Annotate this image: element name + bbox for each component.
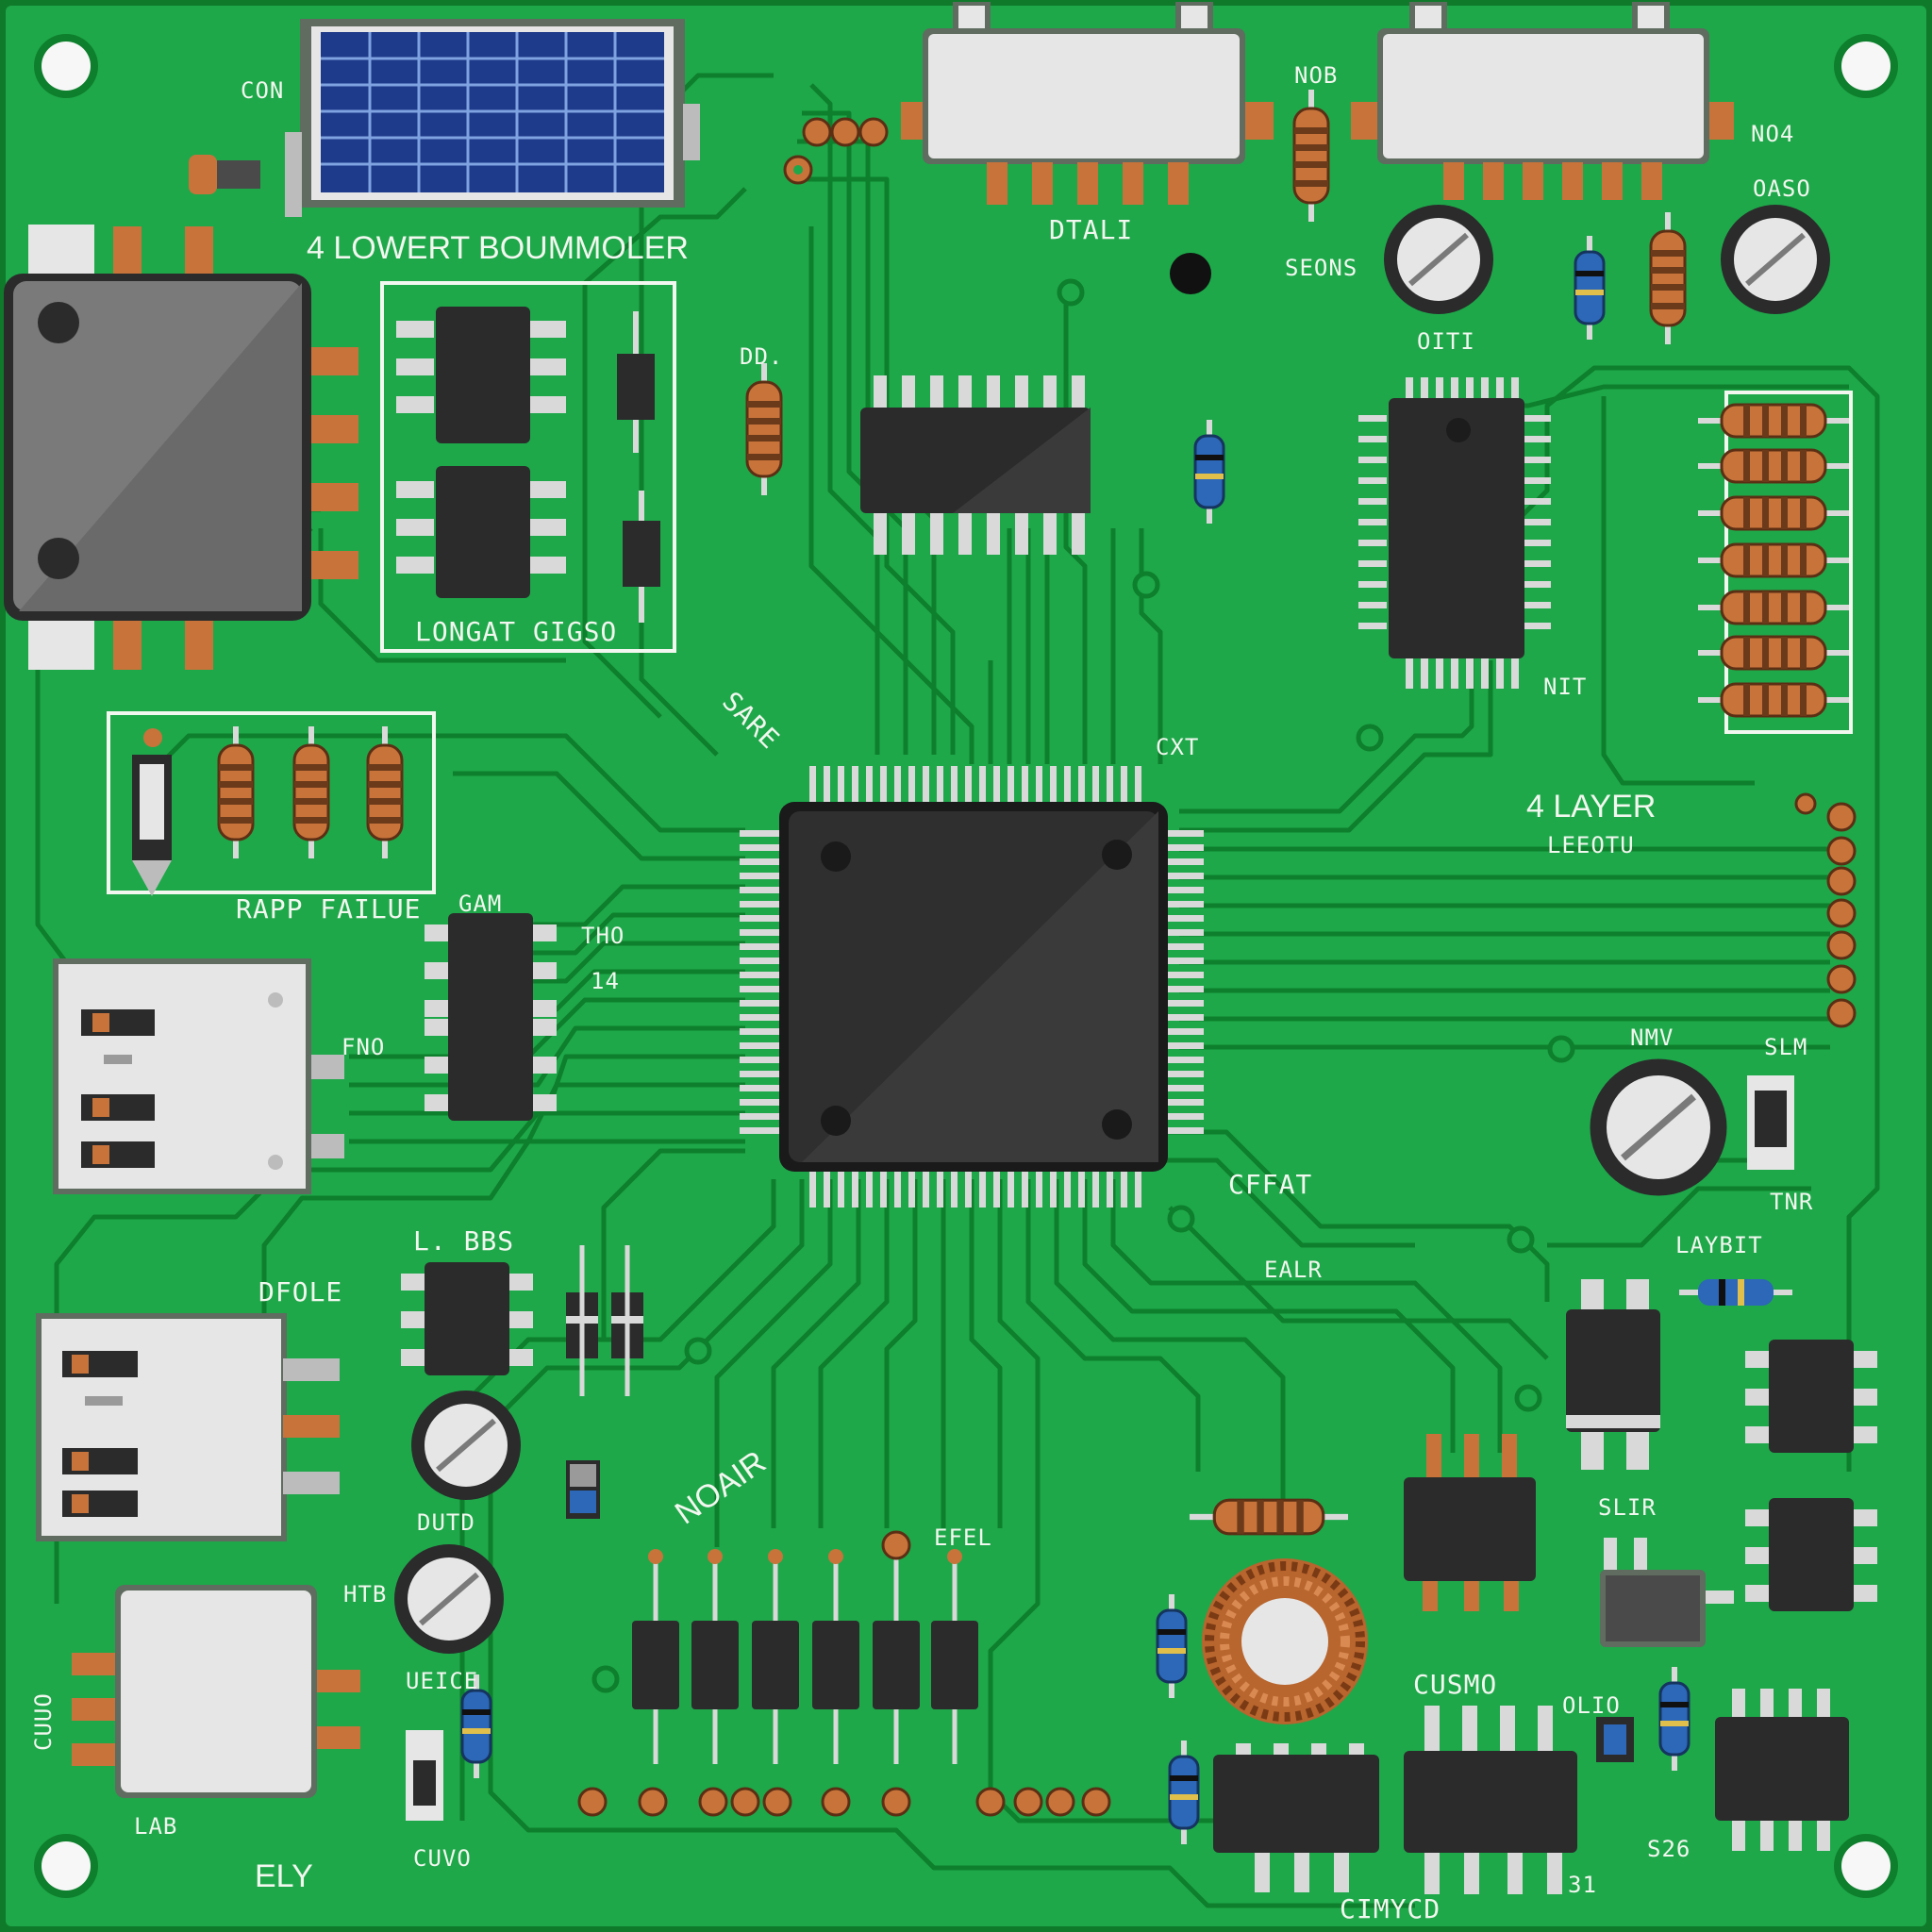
toroid-inductor (1202, 1558, 1368, 1724)
silk-label-nmv: NMV (1630, 1024, 1674, 1051)
silk-label-cuuo: CUUO (30, 1692, 57, 1751)
mounting-holes (34, 34, 1898, 1898)
transistor-bottom-mid (1404, 1434, 1536, 1611)
soic-chips-middle-left (401, 913, 643, 1396)
silk-label-olio: OLIO (1562, 1692, 1621, 1719)
soic-bottom-right (1715, 1689, 1849, 1851)
vias (591, 278, 1575, 1693)
silk-label-oaso: OASO (1753, 175, 1811, 202)
silk-label-laybit: LAYBIT (1675, 1232, 1763, 1258)
silk-label-4-layer-sub: LEEOTU (1547, 832, 1635, 858)
silk-label-dutd: DUTD (417, 1509, 475, 1536)
usb-connector-top (53, 958, 344, 1194)
silk-label-fno: FNO (341, 1034, 386, 1060)
silk-label-oiti: OITI (1417, 328, 1475, 355)
silk-label-dtali: DTALI (1049, 214, 1134, 245)
silk-label-tnr: TNR (1770, 1189, 1814, 1215)
silk-label-4-layer: 4 LAYER (1526, 789, 1657, 824)
power-module (4, 225, 358, 670)
silk-label-cuvo: CUVO (413, 1845, 472, 1872)
silk-label-lbbs: L. BBS (413, 1225, 515, 1257)
silk-label-dfole: DFOLE (258, 1276, 343, 1307)
silk-label-con: CON (241, 77, 285, 104)
silk-label-cimycd: CIMYCD (1340, 1893, 1441, 1924)
resistor-array-left (107, 711, 436, 896)
power-ics-bottom (1213, 1706, 1577, 1894)
silk-label-longat: LONGAT GIGSO (415, 616, 618, 647)
silk-label-htb: HTB (343, 1581, 388, 1607)
silk-label-layer-title: 4 LOWERT BOUMMOLER (307, 230, 689, 266)
silk-label-cxt: CXT (1156, 734, 1200, 760)
silk-label-cffat: CFFAT (1228, 1169, 1313, 1200)
sot-small-right (1600, 1538, 1734, 1647)
soic-chips-left (380, 281, 676, 653)
pcb-traces (35, 73, 1880, 1908)
silk-label-ely: ELY (255, 1858, 313, 1894)
silk-label-gam: GAM (458, 891, 503, 917)
small-diodes (406, 1075, 1794, 1821)
silk-label-slm: SLM (1764, 1034, 1808, 1060)
via-hole (1170, 253, 1211, 294)
soic-14-top (860, 375, 1091, 555)
silk-label-tho: THO (581, 923, 625, 949)
silk-label-14: 14 (591, 968, 620, 994)
silk-label-no4: NO4 (1751, 121, 1795, 147)
grey-module-bottom-left (72, 1585, 360, 1798)
silk-label-lab: LAB (134, 1813, 178, 1840)
silk-label-slir: SLIR (1598, 1494, 1657, 1521)
silk-label-seons: SEONS (1285, 255, 1358, 281)
solar-panel (285, 19, 700, 217)
resistor-array-right (1698, 391, 1853, 734)
silk-label-31: 31 (1568, 1872, 1597, 1898)
silk-label-rapp: RAPP FAILUE (236, 893, 422, 924)
silk-label-efel: EFEL (934, 1524, 992, 1551)
solder-pads-bottom (577, 1787, 1111, 1817)
silk-label-ealr: EALR (1264, 1257, 1323, 1283)
soic-right-1 (1745, 1340, 1877, 1453)
header-connector-top-right (1351, 2, 1734, 200)
resistor-blue-right-h (1679, 1279, 1792, 1306)
small-led (189, 155, 260, 194)
silk-label-s26: S26 (1647, 1836, 1691, 1862)
soic-right-2 (1745, 1498, 1877, 1611)
header-connector-top-middle (901, 2, 1274, 205)
diode-array-bottom (632, 1530, 978, 1764)
main-mcu-chip (740, 766, 1204, 1208)
pin-header-right (1794, 792, 1857, 1028)
solder-pads-top (783, 117, 889, 185)
silk-label-nit: NIT (1543, 674, 1588, 700)
silk-label-dd: DD. (740, 343, 784, 370)
silk-label-ueice: UEICE (406, 1668, 479, 1694)
usb-connector-bottom (36, 1313, 340, 1541)
silk-label-cusmo: CUSMO (1413, 1669, 1498, 1700)
qfp-chip-right (1358, 377, 1551, 689)
silk-label-nob: NOB (1294, 62, 1339, 89)
regulator-right (1566, 1279, 1660, 1470)
